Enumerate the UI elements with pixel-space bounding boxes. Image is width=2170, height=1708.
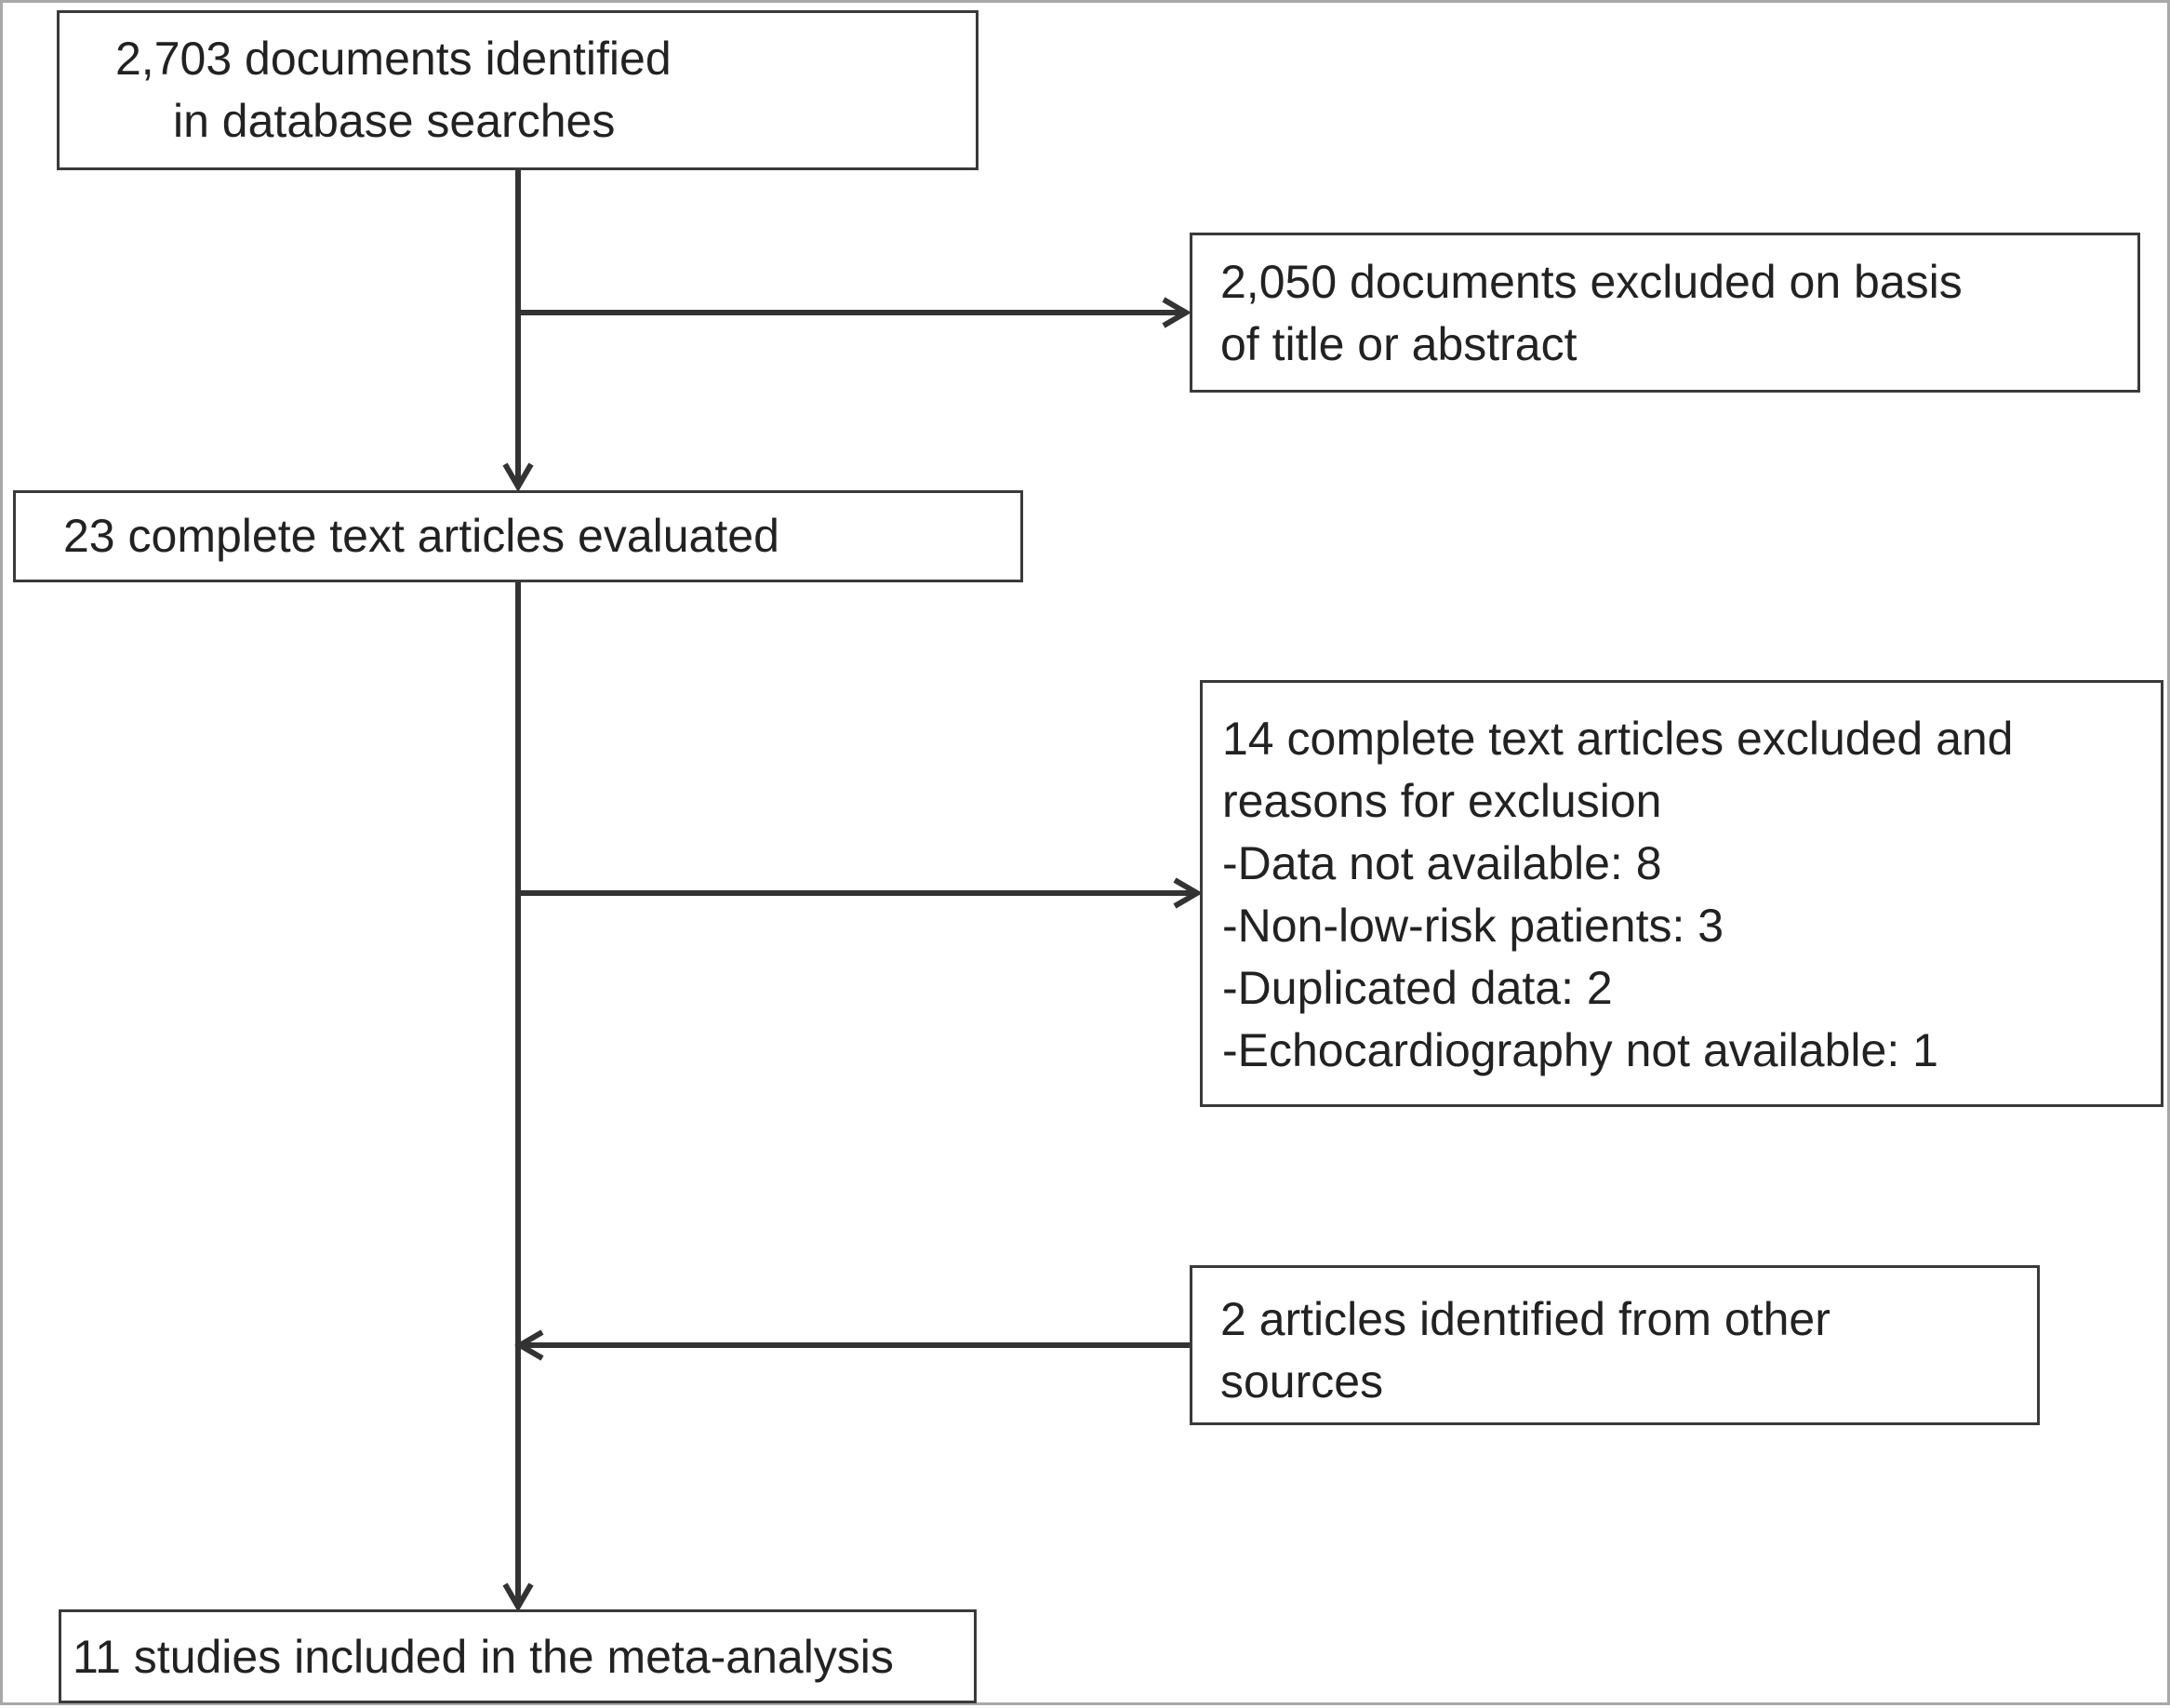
arrowhead-excluded-title <box>1162 297 1192 328</box>
evaluated-line-1: 23 complete text articles evaluated <box>63 510 779 562</box>
evaluated-box: 23 complete text articles evaluated <box>13 490 1023 582</box>
excluded-title-box: 2,050 documents excluded on basis of tit… <box>1190 233 2140 393</box>
excluded-fulltext-line-1: 14 complete text articles excluded and <box>1222 713 2014 765</box>
excluded-title-line-2: of title or abstract <box>1220 318 1578 370</box>
excluded-fulltext-line-2: reasons for exclusion <box>1222 775 1662 827</box>
other-sources-line-2: sources <box>1220 1355 1384 1408</box>
other-sources-box: 2 articles identified from other sources <box>1190 1265 2040 1425</box>
flow-arrows <box>502 170 1203 1612</box>
identified-line-1: 2,703 documents identified <box>115 33 672 85</box>
excluded-fulltext-line-4: -Non-low-risk patients: 3 <box>1222 900 1724 952</box>
excluded-fulltext-line-3: -Data not available: 8 <box>1222 837 1662 889</box>
other-sources-line-1: 2 articles identified from other <box>1220 1293 1831 1345</box>
included-box: 11 studies included in the meta-analysis <box>59 1609 977 1703</box>
excluded-fulltext-box: 14 complete text articles excluded and r… <box>1200 680 2163 1107</box>
excluded-fulltext-line-6: -Echocardiography not available: 1 <box>1222 1024 1938 1076</box>
arrowhead-excluded-fulltext <box>1173 877 1203 909</box>
excluded-title-line-1: 2,050 documents excluded on basis <box>1220 256 1963 308</box>
arrowhead-other-sources <box>514 1329 544 1361</box>
arrowhead-evaluated <box>502 462 534 492</box>
identified-box: 2,703 documents identified in database s… <box>57 10 978 170</box>
included-line-1: 11 studies included in the meta-analysis <box>73 1631 894 1683</box>
excluded-fulltext-line-5: -Duplicated data: 2 <box>1222 962 1613 1014</box>
identified-line-2: in database searches <box>173 95 616 147</box>
arrowhead-included <box>502 1582 534 1612</box>
